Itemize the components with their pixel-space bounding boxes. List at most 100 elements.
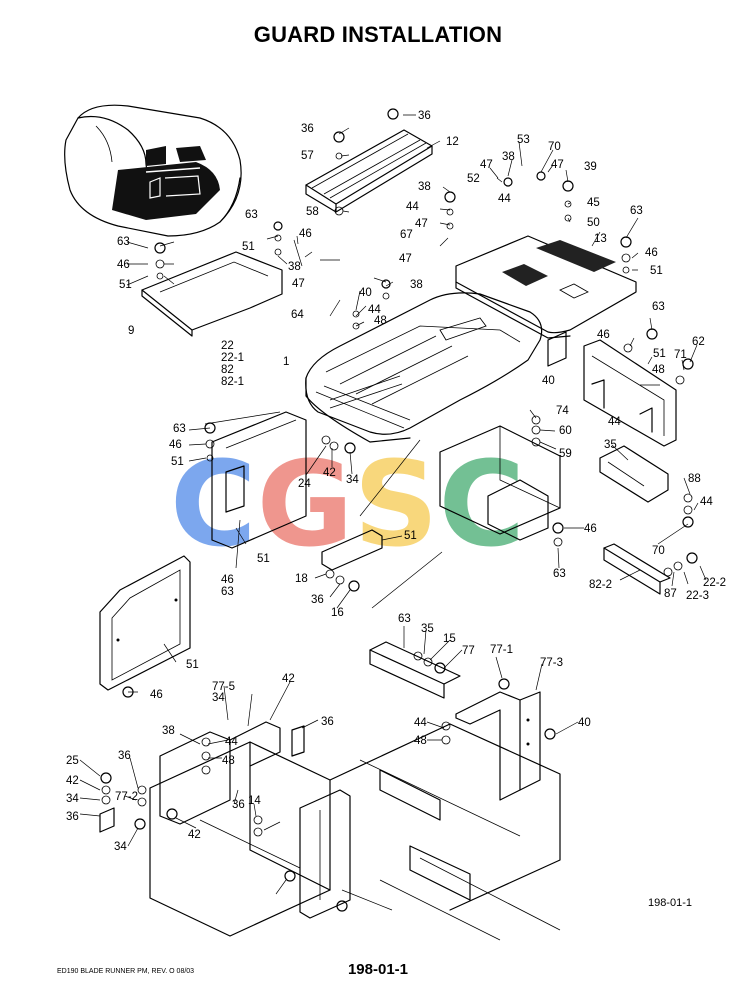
- center-bracket: [439, 425, 561, 541]
- callout: 64: [291, 309, 304, 321]
- callout: 51: [257, 553, 270, 565]
- panel-9: [141, 251, 283, 337]
- callout: 47: [415, 218, 428, 230]
- svg-text:CGSC: CGSC: [170, 435, 525, 573]
- callout: 38: [502, 151, 515, 163]
- callout: 58: [306, 206, 319, 218]
- callout: 63: [652, 301, 665, 313]
- callout: 51: [242, 241, 255, 253]
- callout: 51: [653, 348, 666, 360]
- callout: 34: [212, 692, 225, 704]
- callout: 70: [548, 141, 561, 153]
- callout: 44: [368, 304, 381, 316]
- callout: 42: [323, 467, 336, 479]
- clip-25: [99, 807, 115, 833]
- seat-illustration: [64, 104, 242, 237]
- callout: 48: [374, 315, 387, 327]
- callout: 77: [462, 645, 475, 657]
- callout: 38: [418, 181, 431, 193]
- callout: 14: [248, 795, 261, 807]
- page-title: GUARD INSTALLATION: [253, 22, 503, 47]
- callout: 35: [421, 623, 434, 635]
- callout: 48: [222, 755, 235, 767]
- watermark: CGSC: [170, 435, 525, 573]
- callout: 82-2: [589, 579, 612, 591]
- callout: 18: [295, 573, 308, 585]
- callout: 36: [66, 811, 79, 823]
- side-shield-22: [211, 411, 307, 549]
- callouts: 36 36 12 57 58 53 70 47 38 52 47 44 39 4…: [66, 110, 726, 853]
- callout: 63: [221, 586, 234, 598]
- grille-plate-13: [455, 235, 637, 339]
- callout: 48: [652, 364, 665, 376]
- callout: 77-3: [540, 657, 563, 669]
- callout: 16: [331, 607, 344, 619]
- callout: 60: [559, 425, 572, 437]
- callout: 46: [584, 523, 597, 535]
- callout: 70: [652, 545, 665, 557]
- callout: 63: [553, 568, 566, 580]
- callout: 63: [630, 205, 643, 217]
- hood-1: [305, 292, 543, 443]
- callout: 34: [66, 793, 79, 805]
- callout: 40: [359, 287, 372, 299]
- callout: 38: [288, 261, 301, 273]
- callout: 62: [692, 336, 705, 348]
- hardware-fasteners: [100, 108, 698, 912]
- callout: 47: [292, 278, 305, 290]
- callout: 38: [162, 725, 175, 737]
- callout: 46: [169, 439, 182, 451]
- callout: 74: [556, 405, 569, 417]
- callout: 24: [298, 478, 311, 490]
- callout: 51: [650, 265, 663, 277]
- guard-panel-18: [99, 555, 191, 691]
- callout: 48: [414, 735, 427, 747]
- plate-74: [599, 445, 669, 503]
- callout: 51: [186, 659, 199, 671]
- callout: 47: [399, 253, 412, 265]
- callout: 88: [688, 473, 701, 485]
- callout: 44: [498, 193, 511, 205]
- callout: 36: [321, 716, 334, 728]
- callout: 63: [117, 236, 130, 248]
- callout: 22-2: [703, 577, 726, 589]
- callout: 36: [118, 750, 131, 762]
- callout: 36: [418, 110, 431, 122]
- callout: 67: [400, 229, 413, 241]
- callout: 59: [559, 448, 572, 460]
- callout: 44: [608, 416, 621, 428]
- callout: 57: [301, 150, 314, 162]
- callout: 51: [119, 279, 132, 291]
- callout: 25: [66, 755, 79, 767]
- callout: 22-3: [686, 590, 709, 602]
- callout: 63: [245, 209, 258, 221]
- bracket-24: [321, 529, 383, 571]
- callout: 77-1: [490, 644, 513, 656]
- callout: 63: [173, 423, 186, 435]
- callout: 46: [299, 228, 312, 240]
- callout: 46: [117, 259, 130, 271]
- callout: 36: [311, 594, 324, 606]
- callout: 87: [664, 588, 677, 600]
- callout: 44: [225, 736, 238, 748]
- callout: 39: [584, 161, 597, 173]
- bolt-stack: [100, 108, 698, 912]
- footer-page-number: 198-01-1: [347, 961, 409, 978]
- callout: 52: [467, 173, 480, 185]
- callout: 42: [282, 673, 295, 685]
- callout: 35: [604, 439, 617, 451]
- callout: 46: [150, 689, 163, 701]
- callout: 13: [594, 233, 607, 245]
- callout: 47: [480, 159, 493, 171]
- callout: 36: [301, 123, 314, 135]
- callout: 36: [232, 799, 245, 811]
- callout: 82-1: [221, 376, 244, 388]
- callout: 22-1: [221, 352, 244, 364]
- callout: 12: [446, 136, 459, 148]
- callout: 34: [114, 841, 127, 853]
- callout: 46: [645, 247, 658, 259]
- callout: 63: [398, 613, 411, 625]
- leader-lines: C D B A A B C D: [79, 114, 707, 911]
- callout: 34: [346, 474, 359, 486]
